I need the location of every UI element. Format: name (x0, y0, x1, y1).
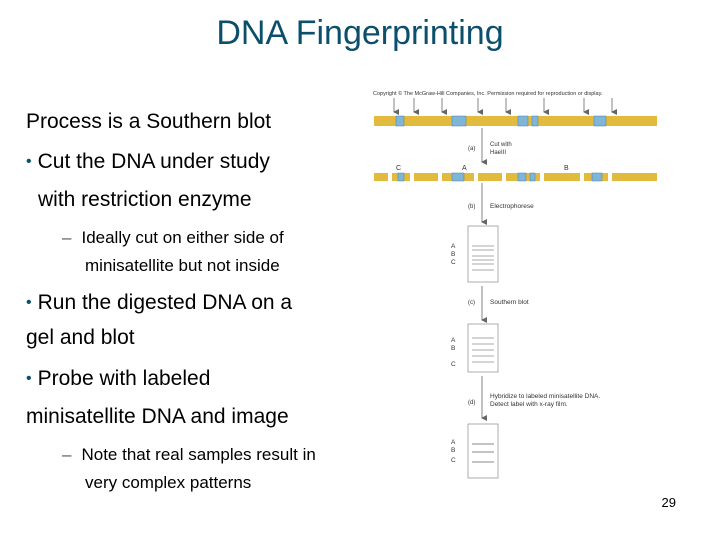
film-lane-b: B (451, 447, 455, 454)
slide-title: DNA Fingerprinting (216, 14, 504, 52)
minisatellite-regions (395, 115, 607, 127)
gel1-lane-b: B (451, 251, 455, 258)
bullet-dot-icon: • (26, 294, 32, 311)
sub-bullet-note: –Note that real samples result in (62, 445, 316, 465)
bullet-run-line2: gel and blot (26, 326, 135, 349)
dna-fragments (374, 173, 657, 181)
sub-bullet-ideally-line2: minisatellite but not inside (85, 256, 280, 275)
fragment-b-label: B (564, 165, 569, 172)
bullet-run: • Run the digested DNA on a (26, 291, 292, 315)
sub-bullet-ideally-line1: Ideally cut on either side of (81, 228, 284, 247)
page-number: 29 (661, 495, 676, 510)
dash-icon: – (62, 228, 72, 247)
restriction-site-arrows (393, 98, 617, 115)
step-c-text: Southern blot (490, 299, 529, 306)
sub-bullet-note-line1: Note that real samples result in (81, 445, 316, 464)
bullet-cut: • Cut the DNA under study (26, 150, 270, 174)
southern-blot-diagram: Copyright © The McGraw-Hill Companies, I… (373, 90, 657, 479)
step-d-text-line1: Hybridize to labeled minisatellite DNA. (490, 393, 600, 400)
step-d-label: (d) (468, 400, 475, 406)
dash-icon: – (62, 445, 72, 464)
step-b-text: Electrophorese (490, 203, 534, 210)
sub-bullet-note-line2: very complex patterns (85, 473, 252, 492)
gel2-lane-c: C (451, 361, 456, 368)
step-c-label: (c) (468, 300, 475, 306)
bullet-run-line1: Run the digested DNA on a (37, 291, 293, 314)
southern-blot-figure: Copyright © The McGraw-Hill Companies, I… (368, 84, 660, 484)
bullet-probe: • Probe with labeled (26, 367, 210, 391)
copyright-text: Copyright © The McGraw-Hill Companies, I… (373, 90, 603, 97)
blot-membrane (467, 323, 499, 373)
fragment-a-label: A (462, 165, 467, 172)
bullet-probe-line2: minisatellite DNA and image (26, 405, 289, 428)
bullet-cut-line1: Cut the DNA under study (37, 150, 270, 173)
step-b-label: (b) (468, 204, 475, 210)
step-d-text-line2: Detect label with x-ray film. (490, 401, 568, 408)
step-a-label: (a) (468, 146, 475, 152)
sub-bullet-ideally: –Ideally cut on either side of (62, 228, 284, 248)
gel2-lane-a: A (451, 337, 456, 344)
dna-strand (374, 116, 657, 126)
bullet-list: Process is a Southern blot • Cut the DNA … (26, 110, 316, 492)
step-a-text-line2: HaeIII (490, 150, 506, 156)
film-lane-a: A (451, 439, 456, 446)
gel2-lane-b: B (451, 345, 455, 352)
fragment-minisatellites (397, 172, 603, 182)
bullet-cut-line2: with restriction enzyme (38, 188, 252, 211)
step-a-text-line1: Cut with (490, 142, 512, 148)
intro-text: Process is a Southern blot (26, 110, 272, 133)
gel1-lane-c: C (451, 259, 456, 266)
gel-electrophoresis (467, 225, 499, 283)
fragment-c-label: C (396, 165, 401, 172)
bullet-dot-icon: • (26, 153, 32, 170)
bullet-probe-line1: Probe with labeled (37, 367, 211, 390)
film-lane-c: C (451, 457, 456, 464)
gel1-lane-a: A (451, 243, 456, 250)
xray-film (467, 423, 499, 479)
bullet-dot-icon: • (26, 370, 32, 387)
